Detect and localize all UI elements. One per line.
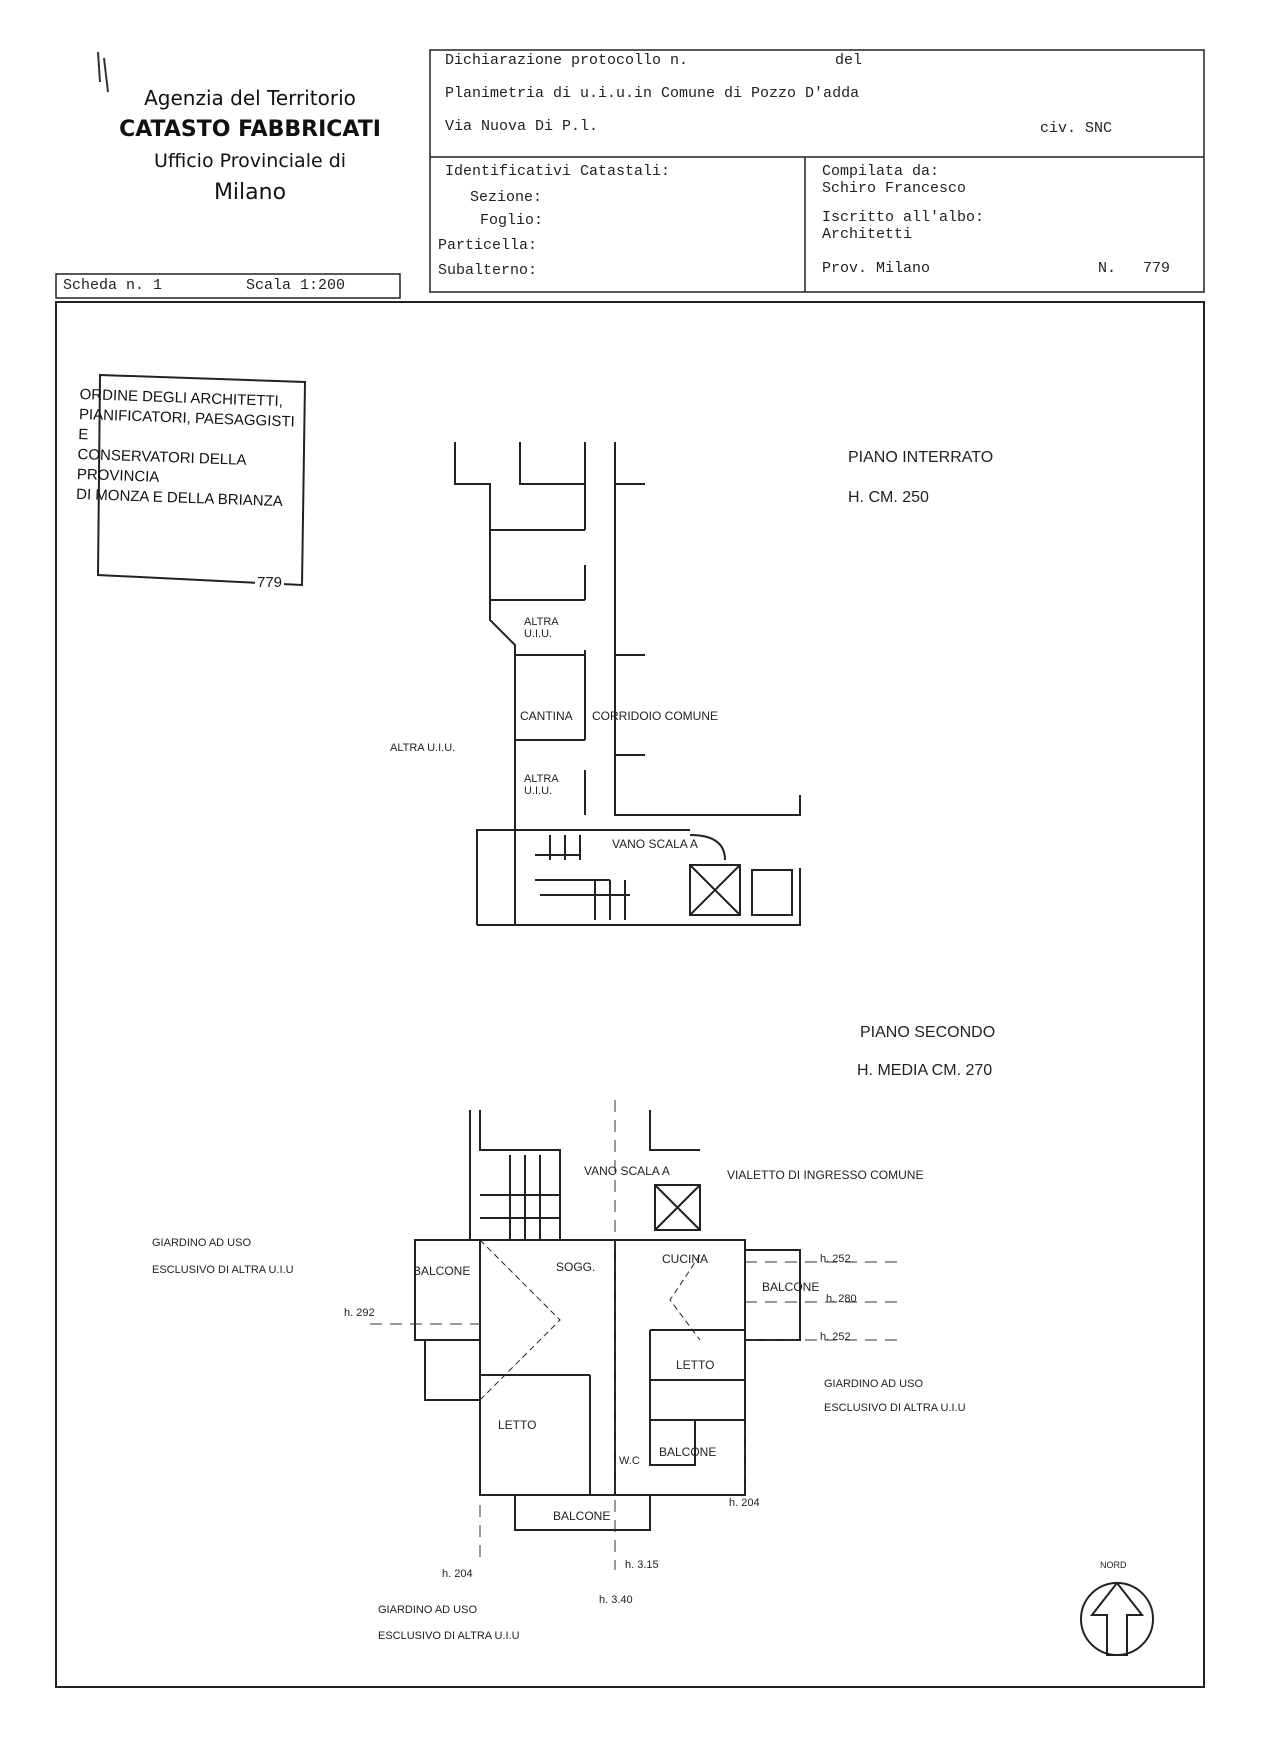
room-vano-scala-2: VANO SCALA A — [584, 1164, 670, 1178]
basement-height: H. CM. 250 — [848, 489, 929, 506]
foglio-label: Foglio: — [480, 212, 544, 229]
height-292: h. 292 — [344, 1307, 375, 1319]
height-lines — [370, 1100, 900, 1570]
basement-title: PIANO INTERRATO — [848, 449, 994, 466]
height-315: h. 3.15 — [625, 1559, 659, 1571]
room-letto-right: LETTO — [676, 1358, 715, 1372]
registered-label: Iscritto all'albo: — [822, 209, 985, 226]
room-balcone-left: BALCONE — [413, 1264, 471, 1278]
room-wc: W.C — [619, 1455, 640, 1467]
height-252-bottom: h. 252 — [820, 1331, 851, 1343]
protocol-label: Dichiarazione protocollo n. — [445, 52, 689, 69]
north-arrow-icon — [1080, 1581, 1154, 1656]
agency-department: CATASTO FABBRICATI — [119, 117, 381, 142]
particella-label: Particella: — [438, 237, 538, 254]
height-204-right: h. 204 — [729, 1497, 760, 1509]
subalterno-label: Subalterno: — [438, 262, 538, 279]
agency-name: Agenzia del Territorio — [144, 86, 356, 110]
vialetto-label: VIALETTO DI INGRESSO COMUNE — [727, 1168, 924, 1182]
province-value: Prov. Milano — [822, 260, 931, 277]
giardino-bottom-line1: GIARDINO AD USO — [378, 1604, 478, 1616]
handwritten-mark — [97, 51, 109, 93]
stamp-box — [96, 373, 307, 587]
room-corridoio: CORRIDOIO COMUNE — [592, 709, 718, 723]
room-vano-scala: VANO SCALA A — [612, 837, 698, 851]
height-204-left: h. 204 — [442, 1568, 473, 1580]
header-form-box — [429, 49, 1205, 293]
basement-plan — [454, 442, 801, 926]
scheda-number: Scheda n. 1 — [63, 277, 163, 294]
scheda-scale: Scala 1:200 — [246, 277, 346, 294]
second-floor-height: H. MEDIA CM. 270 — [857, 1062, 993, 1079]
room-altra-uiu-2: ALTRA U.I.U. — [524, 773, 559, 797]
compiler-name: Schiro Francesco — [822, 180, 967, 197]
del-label: del — [835, 52, 863, 69]
stamp-text: ORDINE DEGLI ARCHITETTI, PIANIFICATORI, … — [76, 385, 310, 513]
height-280: h. 280 — [826, 1293, 857, 1305]
identifiers-title: Identificativi Catastali: — [445, 163, 671, 180]
room-cantina: CANTINA — [520, 709, 573, 723]
room-soggiorno: SOGG. — [556, 1260, 596, 1274]
height-252-top: h. 252 — [820, 1253, 851, 1265]
second-floor-title: PIANO SECONDO — [860, 1024, 996, 1041]
civ-label: civ. SNC — [1040, 120, 1113, 137]
sezione-label: Sezione: — [470, 189, 543, 206]
room-balcone-right: BALCONE — [762, 1280, 820, 1294]
giardino-right-line1: GIARDINO AD USO — [824, 1378, 924, 1390]
room-altra-uiu-1: ALTRA U.I.U. — [524, 616, 559, 640]
stamp-number: 779 — [255, 574, 285, 591]
giardino-left-line1: GIARDINO AD USO — [152, 1237, 252, 1249]
second-floor-plan — [414, 1110, 801, 1531]
room-balcone-small: BALCONE — [659, 1445, 717, 1459]
height-340: h. 3.40 — [599, 1594, 633, 1606]
room-balcone-bottom: BALCONE — [553, 1509, 611, 1523]
scheda-box — [55, 273, 401, 299]
address-label: Via Nuova Di P.l. — [445, 118, 599, 135]
giardino-right-line2: ESCLUSIVO DI ALTRA U.I.U — [824, 1402, 966, 1414]
area-altra-uiu: ALTRA U.I.U. — [390, 742, 456, 754]
room-letto-left: LETTO — [498, 1418, 537, 1432]
planimetria-label: Planimetria di u.i.u.in Comune di Pozzo … — [445, 85, 860, 102]
agency-office: Ufficio Provinciale di — [153, 150, 347, 172]
giardino-left-line2: ESCLUSIVO DI ALTRA U.I.U — [152, 1264, 294, 1276]
agency-city: Milano — [213, 180, 287, 205]
registry-value: Architetti — [822, 226, 913, 243]
number-label: N. — [1098, 260, 1117, 277]
north-label: NORD — [1100, 1560, 1127, 1570]
number-value: 779 — [1143, 260, 1171, 277]
compiled-by-label: Compilata da: — [822, 163, 940, 180]
giardino-bottom-line2: ESCLUSIVO DI ALTRA U.I.U — [378, 1630, 520, 1642]
drawing-frame — [55, 301, 1205, 1688]
room-cucina: CUCINA — [662, 1252, 709, 1266]
